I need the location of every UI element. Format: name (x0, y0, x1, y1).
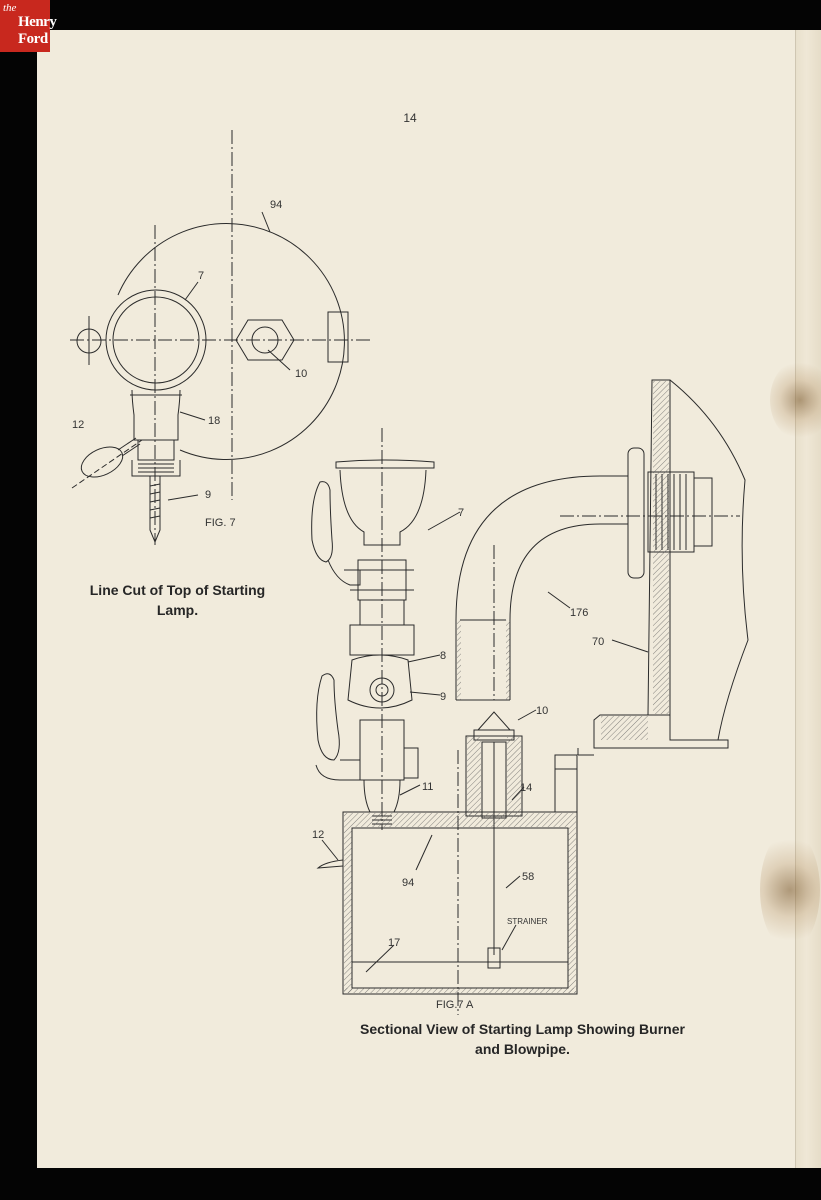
callout-7: 7 (198, 270, 204, 282)
callout-12: 12 (72, 419, 84, 431)
fig7-label: FIG. 7 (205, 517, 236, 529)
callout-176: 176 (570, 607, 588, 619)
page-number: 14 (403, 111, 417, 125)
callout-8: 8 (440, 650, 446, 662)
fig7a-caption: Sectional View of Starting Lamp Showing … (360, 1021, 685, 1057)
callout-14: 14 (520, 782, 532, 794)
callout-9: 9 (205, 489, 211, 501)
callout-94: 94 (270, 199, 282, 211)
callout-7a-7: 7 (458, 507, 464, 519)
next-page-edge (795, 30, 821, 1168)
callout-7a-94: 94 (402, 877, 414, 889)
callout-17: 17 (388, 937, 400, 949)
section-hatching (344, 381, 669, 993)
callout-70: 70 (592, 636, 604, 648)
page-stain (770, 360, 821, 440)
fig7-top-view (70, 130, 370, 545)
callout-11: 11 (422, 781, 433, 793)
henry-ford-logo: the Henry Ford (0, 0, 57, 52)
fig7-caption: Line Cut of Top of Starting Lamp. (89, 582, 266, 618)
callout-58: 58 (522, 871, 534, 883)
strainer-label: STRAINER (507, 917, 548, 926)
callout-7a-12: 12 (312, 829, 324, 841)
callout-7a-10: 10 (536, 705, 548, 717)
callout-18: 18 (208, 415, 220, 427)
fig7a-label: FIG.7 A (436, 999, 474, 1011)
callout-10: 10 (295, 368, 307, 380)
page-stain (760, 830, 820, 950)
callout-7a-9: 9 (440, 691, 446, 703)
